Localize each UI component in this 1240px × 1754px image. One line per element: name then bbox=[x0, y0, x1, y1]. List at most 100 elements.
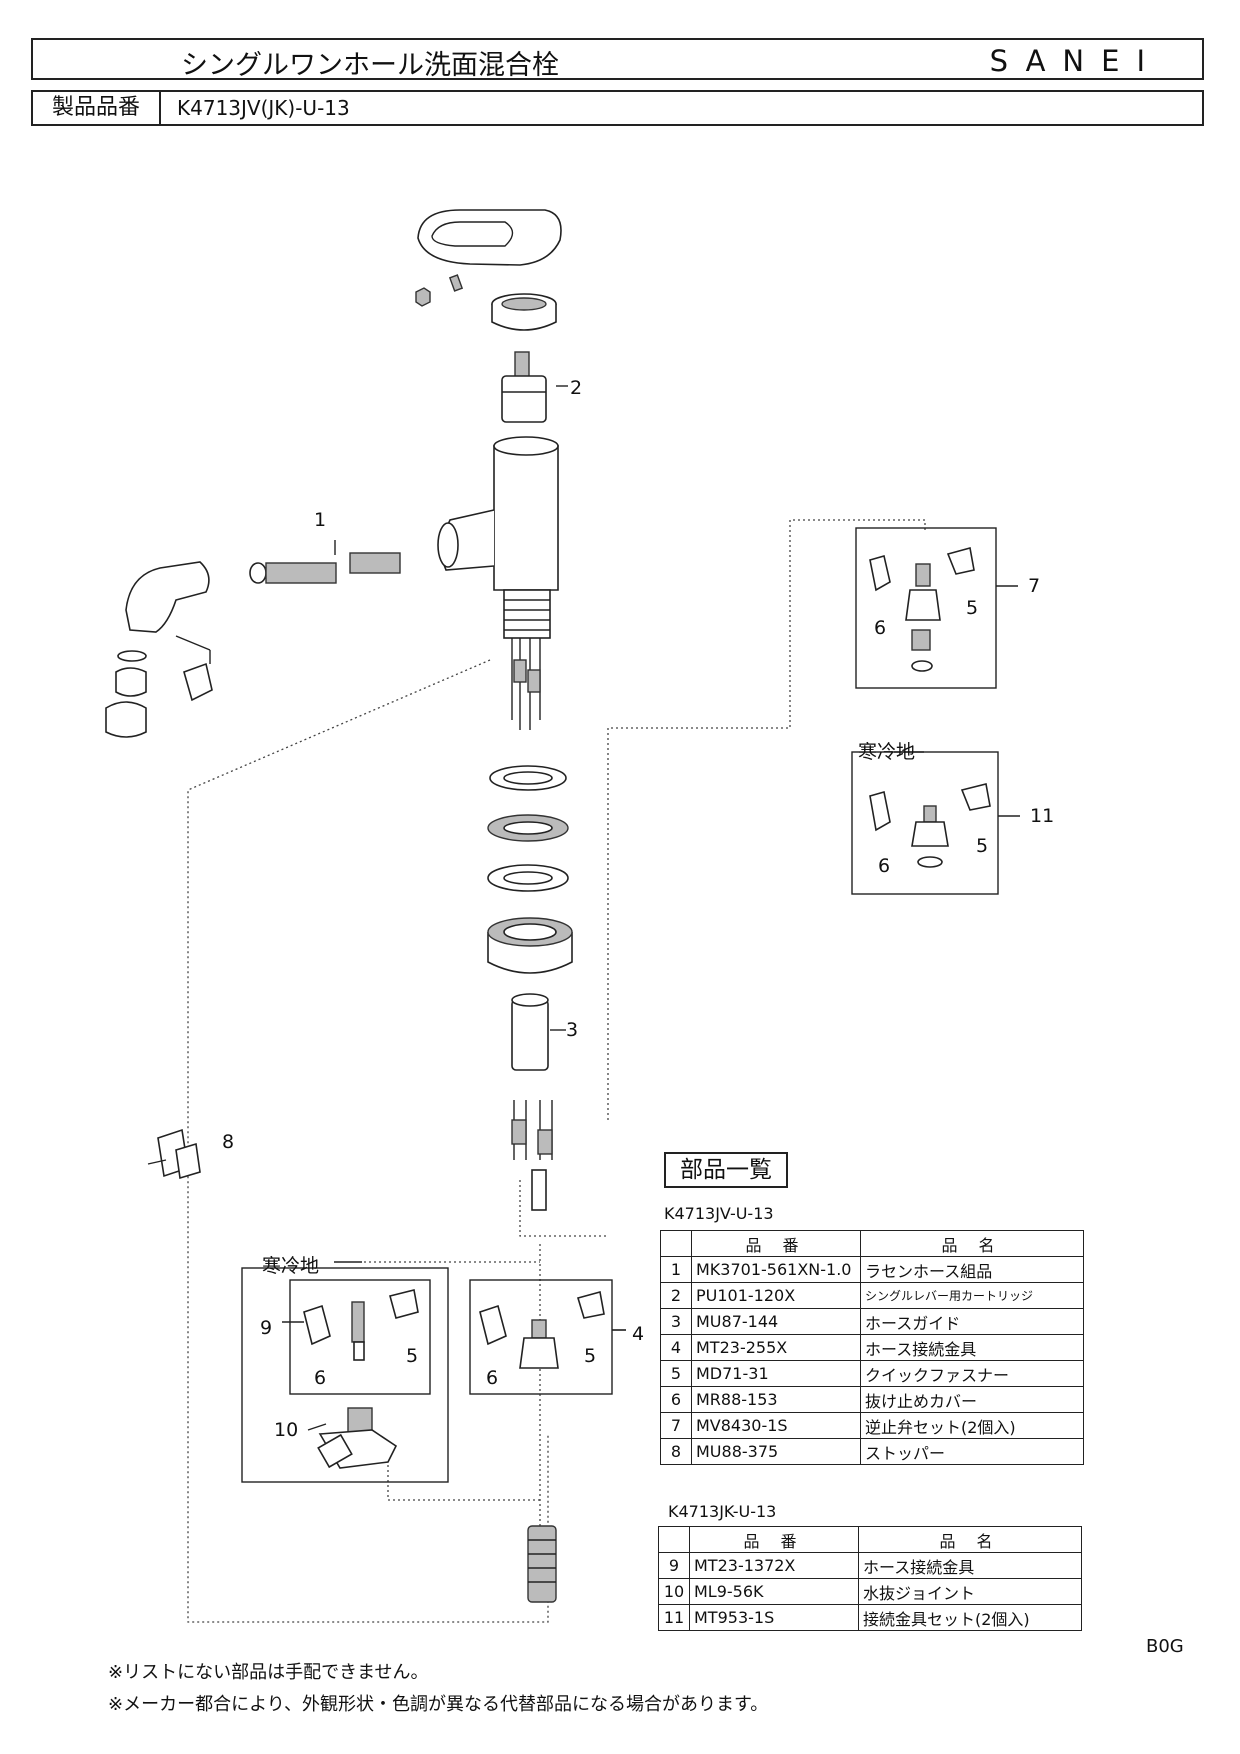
callout-1: 1 bbox=[314, 509, 326, 531]
callout-3: 3 bbox=[566, 1019, 578, 1041]
part-code: MD71-31 bbox=[691, 1360, 861, 1387]
part-code: MR88-153 bbox=[691, 1386, 861, 1413]
part-no: 2 bbox=[660, 1282, 692, 1309]
cap-ring bbox=[491, 293, 557, 331]
hose-connector-4-parts bbox=[479, 1290, 626, 1369]
callout-10: 10 bbox=[274, 1419, 298, 1441]
part-name: ホース接続金具 bbox=[860, 1334, 1084, 1361]
table-b-caption: K4713JK-U-13 bbox=[668, 1502, 777, 1521]
hose-guide bbox=[511, 993, 564, 1071]
hose-connector-4-box bbox=[469, 1279, 613, 1395]
part-name: ホースガイド bbox=[860, 1308, 1084, 1335]
callout-5a: 5 bbox=[966, 597, 978, 619]
part-code: PU101-120X bbox=[691, 1282, 861, 1309]
cold-region-connector-box bbox=[851, 751, 999, 895]
part-name: 逆止弁セット(2個入) bbox=[860, 1412, 1084, 1439]
drain-joint bbox=[317, 1407, 398, 1469]
footnote-2: ※メーカー都合により、外観形状・色調が異なる代替部品になる場合があります。 bbox=[108, 1694, 769, 1715]
revision-code: B0G bbox=[1146, 1636, 1184, 1657]
part-name: 水抜ジョイント bbox=[858, 1578, 1082, 1605]
callout-7: 7 bbox=[1028, 575, 1040, 597]
part-no: 10 bbox=[658, 1578, 690, 1605]
title-bar: シングルワンホール洗面混合栓 SANEI bbox=[31, 38, 1204, 81]
part-no: 9 bbox=[658, 1552, 690, 1579]
part-no: 6 bbox=[660, 1386, 692, 1413]
product-code-bar: 製品品番 K4713JV(JK)-U-13 bbox=[31, 90, 1204, 126]
lower-hoses bbox=[511, 1100, 553, 1211]
code-header: 品 番 bbox=[689, 1526, 859, 1553]
callout-2: 2 bbox=[570, 377, 582, 399]
hose-connector-9-box bbox=[289, 1279, 431, 1395]
cold-region-label-lower: 寒冷地 bbox=[262, 1255, 319, 1277]
document-title: シングルワンホール洗面混合栓 bbox=[181, 50, 559, 81]
check-valve-box bbox=[855, 527, 997, 689]
brand-logo: SANEI bbox=[989, 44, 1162, 78]
part-name: ホース接続金具 bbox=[858, 1552, 1082, 1579]
stopper-clip bbox=[147, 1128, 201, 1180]
faucet-body bbox=[437, 436, 559, 730]
connector-set-parts bbox=[869, 783, 991, 868]
part-name: ストッパー bbox=[860, 1438, 1084, 1465]
name-header: 品 名 bbox=[858, 1526, 1082, 1553]
footnote-1: ※リストにない部品は手配できません。 bbox=[108, 1662, 429, 1683]
part-code: MU87-144 bbox=[691, 1308, 861, 1335]
part-code: MV8430-1S bbox=[691, 1412, 861, 1439]
part-no: 8 bbox=[660, 1438, 692, 1465]
part-name: ラセンホース組品 bbox=[860, 1256, 1084, 1283]
part-no: 3 bbox=[660, 1308, 692, 1335]
mounting-nut bbox=[487, 917, 573, 974]
spray-head-hose bbox=[105, 540, 401, 738]
cold-region-joint-box bbox=[241, 1267, 449, 1483]
part-code: MU88-375 bbox=[691, 1438, 861, 1465]
callout-5d: 5 bbox=[584, 1345, 596, 1367]
part-no: 4 bbox=[660, 1334, 692, 1361]
part-name: シングルレバー用カートリッジ bbox=[860, 1282, 1084, 1309]
lever-handle bbox=[415, 209, 562, 307]
part-no: 11 bbox=[658, 1604, 690, 1631]
spring-hose-end bbox=[527, 1525, 557, 1603]
callout-9: 9 bbox=[260, 1317, 272, 1339]
cold-region-label-upper: 寒冷地 bbox=[858, 741, 915, 763]
no-header bbox=[658, 1526, 690, 1553]
hose-connector-9-parts bbox=[303, 1289, 419, 1361]
no-header bbox=[660, 1230, 692, 1257]
part-code: MT23-255X bbox=[691, 1334, 861, 1361]
callout-11: 11 bbox=[1030, 805, 1054, 827]
callout-6a: 6 bbox=[874, 617, 886, 639]
callout-6c: 6 bbox=[314, 1367, 326, 1389]
callout-5b: 5 bbox=[976, 835, 988, 857]
callout-6d: 6 bbox=[486, 1367, 498, 1389]
callout-5c: 5 bbox=[406, 1345, 418, 1367]
part-no: 5 bbox=[660, 1360, 692, 1387]
part-code: MT23-1372X bbox=[689, 1552, 859, 1579]
part-code: ML9-56K bbox=[689, 1578, 859, 1605]
cartridge bbox=[501, 351, 568, 423]
washers bbox=[487, 765, 569, 892]
callout-8: 8 bbox=[222, 1131, 234, 1153]
callout-4: 4 bbox=[632, 1323, 644, 1345]
name-header: 品 名 bbox=[860, 1230, 1084, 1257]
part-name: 抜け止めカバー bbox=[860, 1386, 1084, 1413]
part-code: MK3701-561XN-1.0 bbox=[691, 1256, 861, 1283]
product-code-label: 製品品番 bbox=[33, 92, 161, 124]
check-valve-set-parts bbox=[869, 546, 975, 672]
part-no: 7 bbox=[660, 1412, 692, 1439]
table-a-caption: K4713JV-U-13 bbox=[664, 1204, 774, 1223]
callout-6b: 6 bbox=[878, 855, 890, 877]
product-code-value: K4713JV(JK)-U-13 bbox=[177, 96, 350, 120]
part-no: 1 bbox=[660, 1256, 692, 1283]
